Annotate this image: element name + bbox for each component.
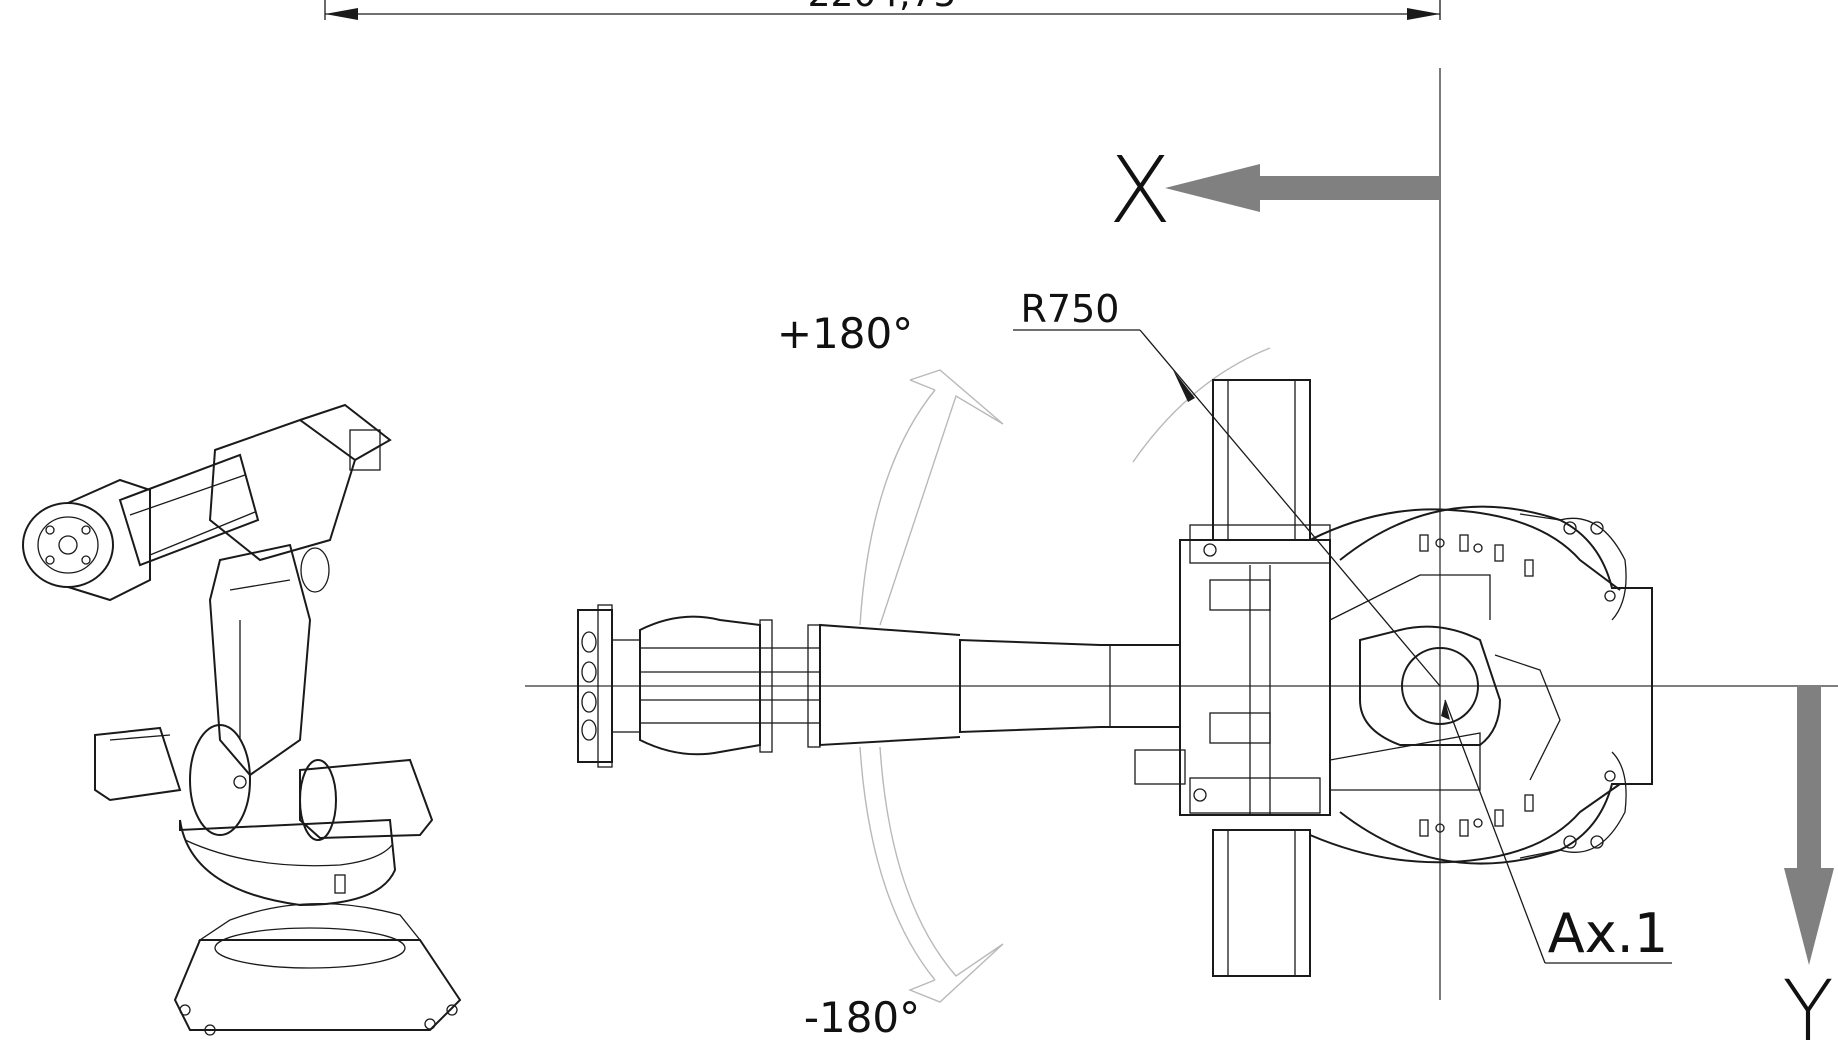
axis1-leader [1441, 699, 1672, 964]
robot-isometric-view [22, 403, 462, 1036]
dimension-line: 2204,75 [324, 0, 1441, 20]
y-axis-label: Y [1782, 962, 1833, 1046]
axis1-label: Ax.1 [1548, 902, 1668, 965]
dimension-value: 2204,75 [808, 0, 957, 15]
x-axis-arrow [1165, 164, 1440, 212]
rotation-arc-positive [859, 369, 1004, 626]
radius-leader [1013, 329, 1441, 687]
robot-top-view [577, 379, 1653, 977]
plus-angle-label: +180° [777, 309, 913, 358]
radius-arc [1132, 347, 1271, 463]
y-axis-arrow [1784, 686, 1834, 965]
minus-angle-label: -180° [804, 993, 920, 1042]
rotation-arc-negative [859, 746, 1004, 1003]
x-axis-label: X [1108, 137, 1171, 244]
radius-label: R750 [1021, 287, 1120, 331]
